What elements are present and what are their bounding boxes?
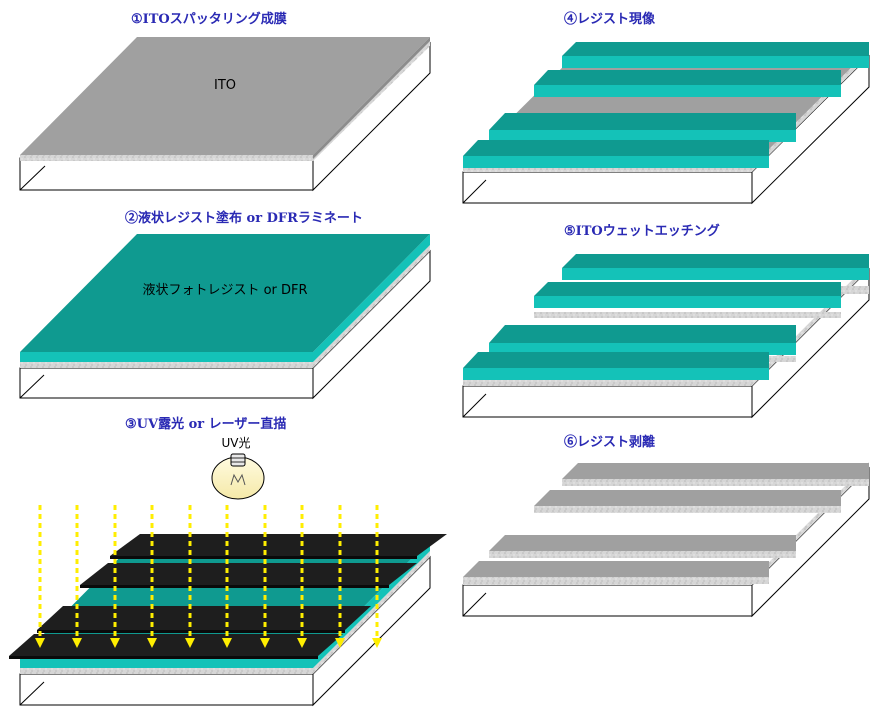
uv-ray-arrowhead xyxy=(35,638,45,648)
step5-diagram xyxy=(462,254,870,419)
resist-stripe xyxy=(534,282,841,296)
step2-diagram: 液状フォトレジスト or DFR xyxy=(19,234,431,400)
ito-stripe xyxy=(463,561,769,577)
ito-stripe xyxy=(534,490,841,506)
uv-ray-arrowhead xyxy=(335,638,345,648)
substrate-front xyxy=(19,367,314,399)
resist-front-edge xyxy=(20,352,313,362)
resist-stripe xyxy=(489,113,796,130)
step5-title: ⑤ITOウェットエッチング xyxy=(564,224,720,239)
step1-title: ①ITOスパッタリング成膜 xyxy=(131,12,287,27)
step4-diagram xyxy=(462,42,870,205)
mask-stripe xyxy=(37,606,371,630)
substrate-front xyxy=(462,385,753,418)
ito-label: ITO xyxy=(214,78,236,93)
uv-ray-arrowhead xyxy=(372,638,382,648)
uv-lamp-icon xyxy=(211,453,265,500)
resist-label: 液状フォトレジスト or DFR xyxy=(142,283,307,298)
uv-arrows xyxy=(35,505,382,648)
resist-stripe xyxy=(489,325,796,343)
ito-stripe xyxy=(562,463,869,479)
step2-title: ②液状レジスト塗布 or DFRラミネート xyxy=(125,211,363,226)
step4-title: ④レジスト現像 xyxy=(564,12,656,27)
mask-stripe xyxy=(110,534,447,556)
step3-title: ③UV露光 or レーザー直描 xyxy=(125,417,287,432)
step3-diagram: UV光 xyxy=(9,436,447,707)
resist-stripe xyxy=(562,254,869,268)
step1-diagram: ITO xyxy=(19,37,431,192)
resist-stripe xyxy=(534,70,841,85)
glass-edge xyxy=(20,155,313,161)
ito-film xyxy=(20,37,430,155)
resist-stripe xyxy=(463,352,769,368)
uv-ray-arrowhead xyxy=(222,638,232,648)
resist-film xyxy=(20,234,430,352)
uv-ray-arrowhead xyxy=(185,638,195,648)
step6-diagram xyxy=(462,462,870,618)
resist-stripe xyxy=(463,140,769,156)
substrate-front xyxy=(462,584,753,617)
uv-ray-arrowhead xyxy=(72,638,82,648)
substrate-front xyxy=(462,171,753,204)
resist-stripe xyxy=(562,42,869,56)
uv-ray-arrowhead xyxy=(297,638,307,648)
uv-ray-arrowhead xyxy=(147,638,157,648)
substrate-front xyxy=(19,157,314,191)
uv-ray-arrowhead xyxy=(260,638,270,648)
mask-stripe xyxy=(80,563,417,585)
uv-lamp-label: UV光 xyxy=(222,436,251,450)
glass-edge xyxy=(20,362,313,368)
uv-ray-arrowhead xyxy=(110,638,120,648)
resist-stripes xyxy=(463,42,869,168)
substrate-front xyxy=(19,673,314,706)
resist-stripes xyxy=(463,254,869,380)
step6-title: ⑥レジスト剥離 xyxy=(564,435,656,450)
ito-stripe xyxy=(489,535,796,551)
ito-stripes xyxy=(463,463,869,584)
mask-stripe xyxy=(9,634,343,656)
